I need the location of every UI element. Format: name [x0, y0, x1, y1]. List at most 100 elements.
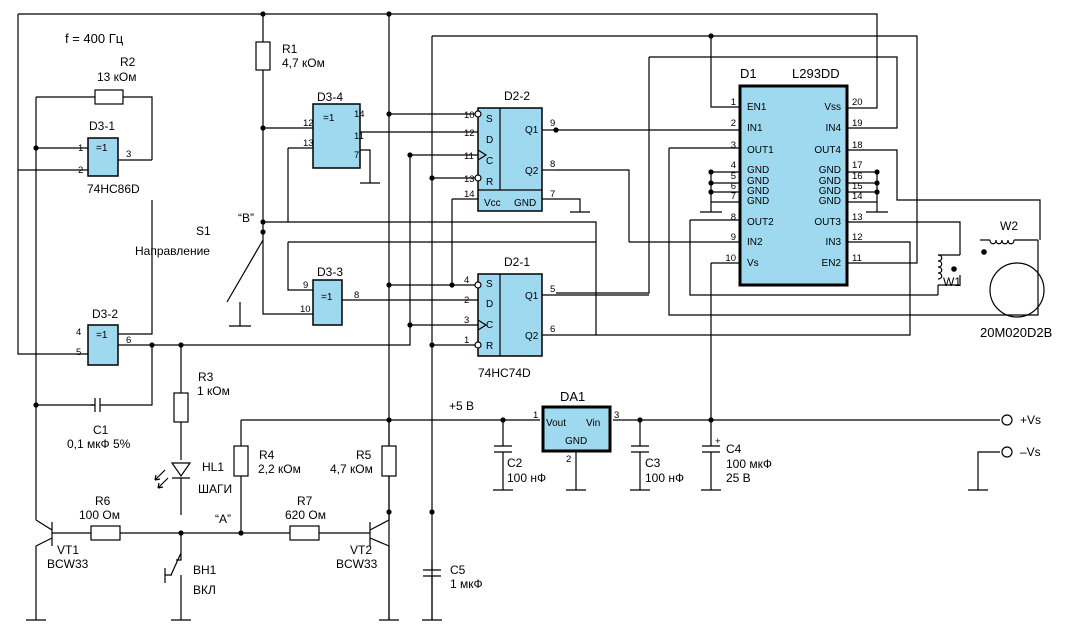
d1-left-label: GND — [747, 196, 769, 207]
svg-text:R: R — [486, 177, 493, 188]
svg-text:D3-1: D3-1 — [89, 119, 115, 133]
c1-symbol — [90, 398, 108, 412]
svg-text:100 Ом: 100 Ом — [79, 508, 120, 522]
svg-text:Q2: Q2 — [525, 166, 539, 177]
svg-text:D3-2: D3-2 — [92, 307, 118, 321]
svg-text:R4: R4 — [259, 448, 275, 462]
d1-right-label: GND — [819, 196, 841, 207]
r3-body — [173, 392, 189, 423]
d1-left-label: EN1 — [747, 102, 767, 113]
svg-text:14: 14 — [354, 109, 365, 120]
d2-2-flipflop — [474, 107, 543, 212]
d1-l293dd — [738, 84, 849, 287]
svg-text:C5: C5 — [450, 563, 466, 577]
svg-text:ВКЛ: ВКЛ — [193, 583, 216, 597]
svg-text:7: 7 — [354, 150, 359, 161]
svg-text:13: 13 — [303, 138, 314, 149]
svg-text:D1: D1 — [740, 66, 757, 81]
svg-text:DA1: DA1 — [560, 389, 585, 404]
r7-body — [289, 525, 320, 541]
svg-text:VT1: VT1 — [57, 543, 79, 557]
c3-symbol — [631, 445, 649, 458]
r1-body — [255, 41, 271, 71]
svg-text:D3-3: D3-3 — [317, 265, 343, 279]
svg-text:Q2: Q2 — [525, 331, 539, 342]
d3-3-gate: =1 — [312, 279, 343, 326]
svg-text:“A”: “A” — [215, 512, 231, 526]
d1-left-pin: 10 — [725, 253, 736, 264]
vt1-symbol — [35, 519, 53, 547]
svg-text:ШАГИ: ШАГИ — [198, 482, 232, 496]
d1-left-pin: 8 — [731, 212, 736, 223]
d1-right-label: GND — [819, 165, 841, 176]
svg-text:C3: C3 — [645, 456, 661, 470]
vt2-symbol — [369, 519, 390, 547]
svg-text:3: 3 — [126, 149, 131, 160]
d1-left-label: GND — [747, 186, 769, 197]
svg-text:R: R — [486, 341, 493, 352]
svg-text:S: S — [486, 114, 493, 125]
d1-right-label: Vss — [824, 102, 841, 113]
c2-symbol — [494, 445, 512, 458]
svg-text:S1: S1 — [196, 224, 211, 238]
w2-coil — [989, 239, 1015, 245]
d1-left-label: IN1 — [747, 123, 763, 134]
d1-right-pin: 19 — [852, 118, 863, 129]
svg-text:11: 11 — [354, 131, 364, 142]
svg-text:D2-2: D2-2 — [504, 89, 530, 103]
r4-body — [233, 445, 249, 477]
d1-left-pin: 6 — [731, 181, 736, 192]
r5-body — [381, 445, 397, 477]
svg-text:6: 6 — [550, 324, 555, 335]
svg-text:D2-1: D2-1 — [504, 255, 530, 269]
svg-text:–Vs: –Vs — [1020, 445, 1041, 459]
svg-text:Vcc: Vcc — [484, 198, 501, 209]
svg-text:12: 12 — [303, 118, 314, 129]
svg-text:14: 14 — [464, 189, 475, 200]
d3-4-gate: =1 — [312, 103, 361, 169]
svg-text:1 кОм: 1 кОм — [197, 384, 230, 398]
svg-text:4: 4 — [76, 327, 81, 338]
svg-text:100 нФ: 100 нФ — [645, 471, 684, 485]
svg-text:12: 12 — [464, 128, 475, 139]
led-emission-icon — [154, 469, 169, 489]
d1-right-pin: 14 — [852, 191, 863, 202]
svg-text:74HC86D: 74HC86D — [87, 182, 140, 196]
d2-1-flipflop — [474, 273, 543, 357]
d1-right-label: IN4 — [825, 123, 841, 134]
vs-plus-terminal — [1001, 414, 1013, 426]
d1-right-label: OUT4 — [814, 145, 841, 156]
d1-right-pin: 18 — [852, 140, 863, 151]
d1-right-label: OUT3 — [814, 217, 841, 228]
svg-text:“B”: “B” — [238, 211, 254, 225]
d1-left-label: GND — [747, 165, 769, 176]
bh1-button-symbol — [164, 552, 182, 595]
svg-text:11: 11 — [464, 151, 474, 162]
c4-symbol — [702, 445, 720, 458]
svg-text:Vin: Vin — [586, 418, 600, 429]
svg-text:13 кОм: 13 кОм — [97, 70, 137, 84]
d1-right-pin: 20 — [852, 97, 863, 108]
hl1-led-symbol — [170, 462, 192, 479]
frequency-label: f = 400 Гц — [65, 31, 124, 46]
d1-left-pin: 7 — [731, 191, 736, 202]
svg-text:ВН1: ВН1 — [193, 563, 217, 577]
svg-text:+5 В: +5 В — [449, 399, 474, 413]
d1-left-label: OUT2 — [747, 217, 774, 228]
svg-text:100 нФ: 100 нФ — [507, 471, 546, 485]
svg-text:6: 6 — [126, 335, 131, 346]
d1-right-label: EN2 — [822, 258, 842, 269]
svg-text:=1: =1 — [96, 143, 108, 154]
svg-text:W2: W2 — [1000, 219, 1018, 233]
svg-text:0,1 мкФ 5%: 0,1 мкФ 5% — [67, 437, 131, 451]
svg-text:2: 2 — [78, 165, 83, 176]
svg-text:Q1: Q1 — [525, 291, 539, 302]
svg-text:R3: R3 — [198, 370, 214, 384]
svg-text:8: 8 — [354, 290, 359, 301]
vs-minus-terminal — [1001, 446, 1013, 458]
svg-text:1 мкФ: 1 мкФ — [450, 577, 483, 591]
r2-body — [94, 89, 124, 105]
d1-right-pin: 15 — [852, 181, 863, 192]
svg-text:8: 8 — [550, 159, 555, 170]
d1-right-pin: 16 — [852, 171, 863, 182]
